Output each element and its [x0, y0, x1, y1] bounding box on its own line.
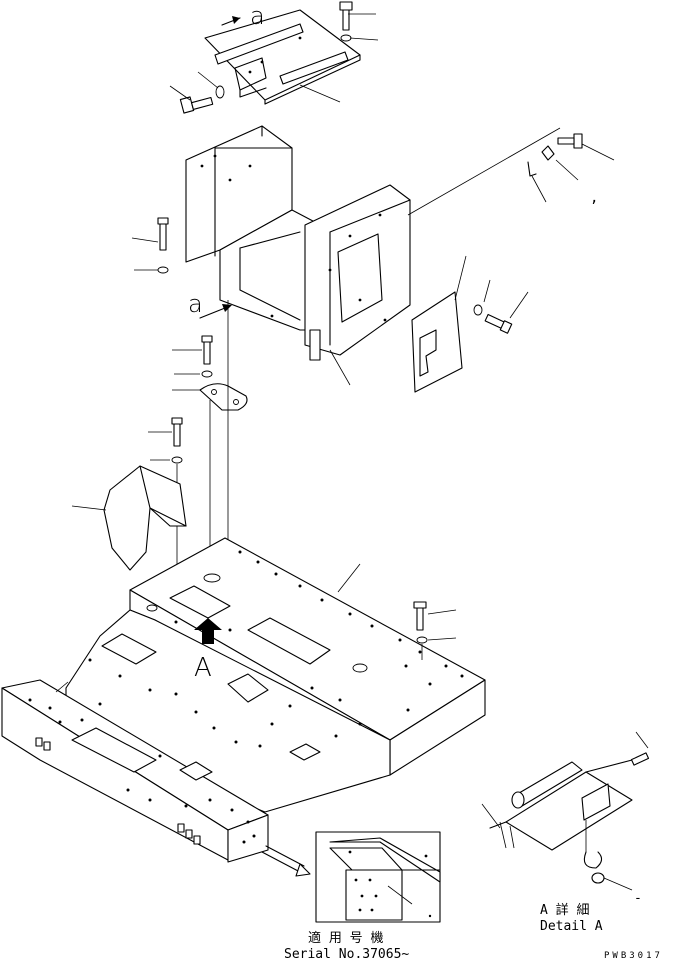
leader-cover: [300, 85, 340, 102]
bolt-cover-right: [474, 280, 528, 333]
detail-label-english: Detail A: [540, 919, 603, 934]
serial-note-english: Serial No.37065~: [284, 947, 409, 960]
inset-arrow: [262, 846, 310, 876]
detail-mark: -: [634, 891, 642, 906]
seat-stand: [186, 126, 410, 360]
side-bracket: [72, 466, 186, 570]
view-arrow-A: [194, 618, 222, 644]
serial-note-japanese: 適 用 号 機: [308, 930, 383, 946]
bolt-top-far-right: [528, 134, 614, 202]
inset-serial-variant: [316, 832, 440, 922]
view-mark-a-mid: a: [188, 290, 203, 318]
leader-frame: [338, 564, 360, 592]
bolt-top-left: [170, 72, 224, 113]
bolt-top-right: [340, 2, 376, 30]
flange-plate: [172, 384, 247, 410]
view-mark-A: A: [194, 653, 212, 683]
leader-box-right: [408, 128, 560, 215]
detail-a-drawing: [482, 732, 649, 890]
top-cover-plate: [205, 10, 360, 104]
detail-label-japanese: A 詳 細: [540, 902, 589, 918]
leader-seat-stand: [330, 350, 350, 385]
view-arrow-a-mid: [200, 304, 232, 318]
drawing-code: PWB3017: [604, 951, 663, 960]
base-frame: [2, 538, 485, 862]
bolt-mid-column: [172, 336, 212, 377]
washer-top-right: [341, 35, 378, 41]
stray-mark: ,: [590, 190, 598, 206]
view-arrow-a-top: [222, 16, 240, 25]
leader-frame-left: [56, 682, 68, 692]
bolt-frame-right: [414, 602, 456, 660]
bolt-stand-left: [132, 218, 168, 273]
frame-holes: [28, 550, 464, 844]
view-mark-a-top: a: [250, 2, 265, 30]
side-cover-plate: [412, 256, 466, 392]
